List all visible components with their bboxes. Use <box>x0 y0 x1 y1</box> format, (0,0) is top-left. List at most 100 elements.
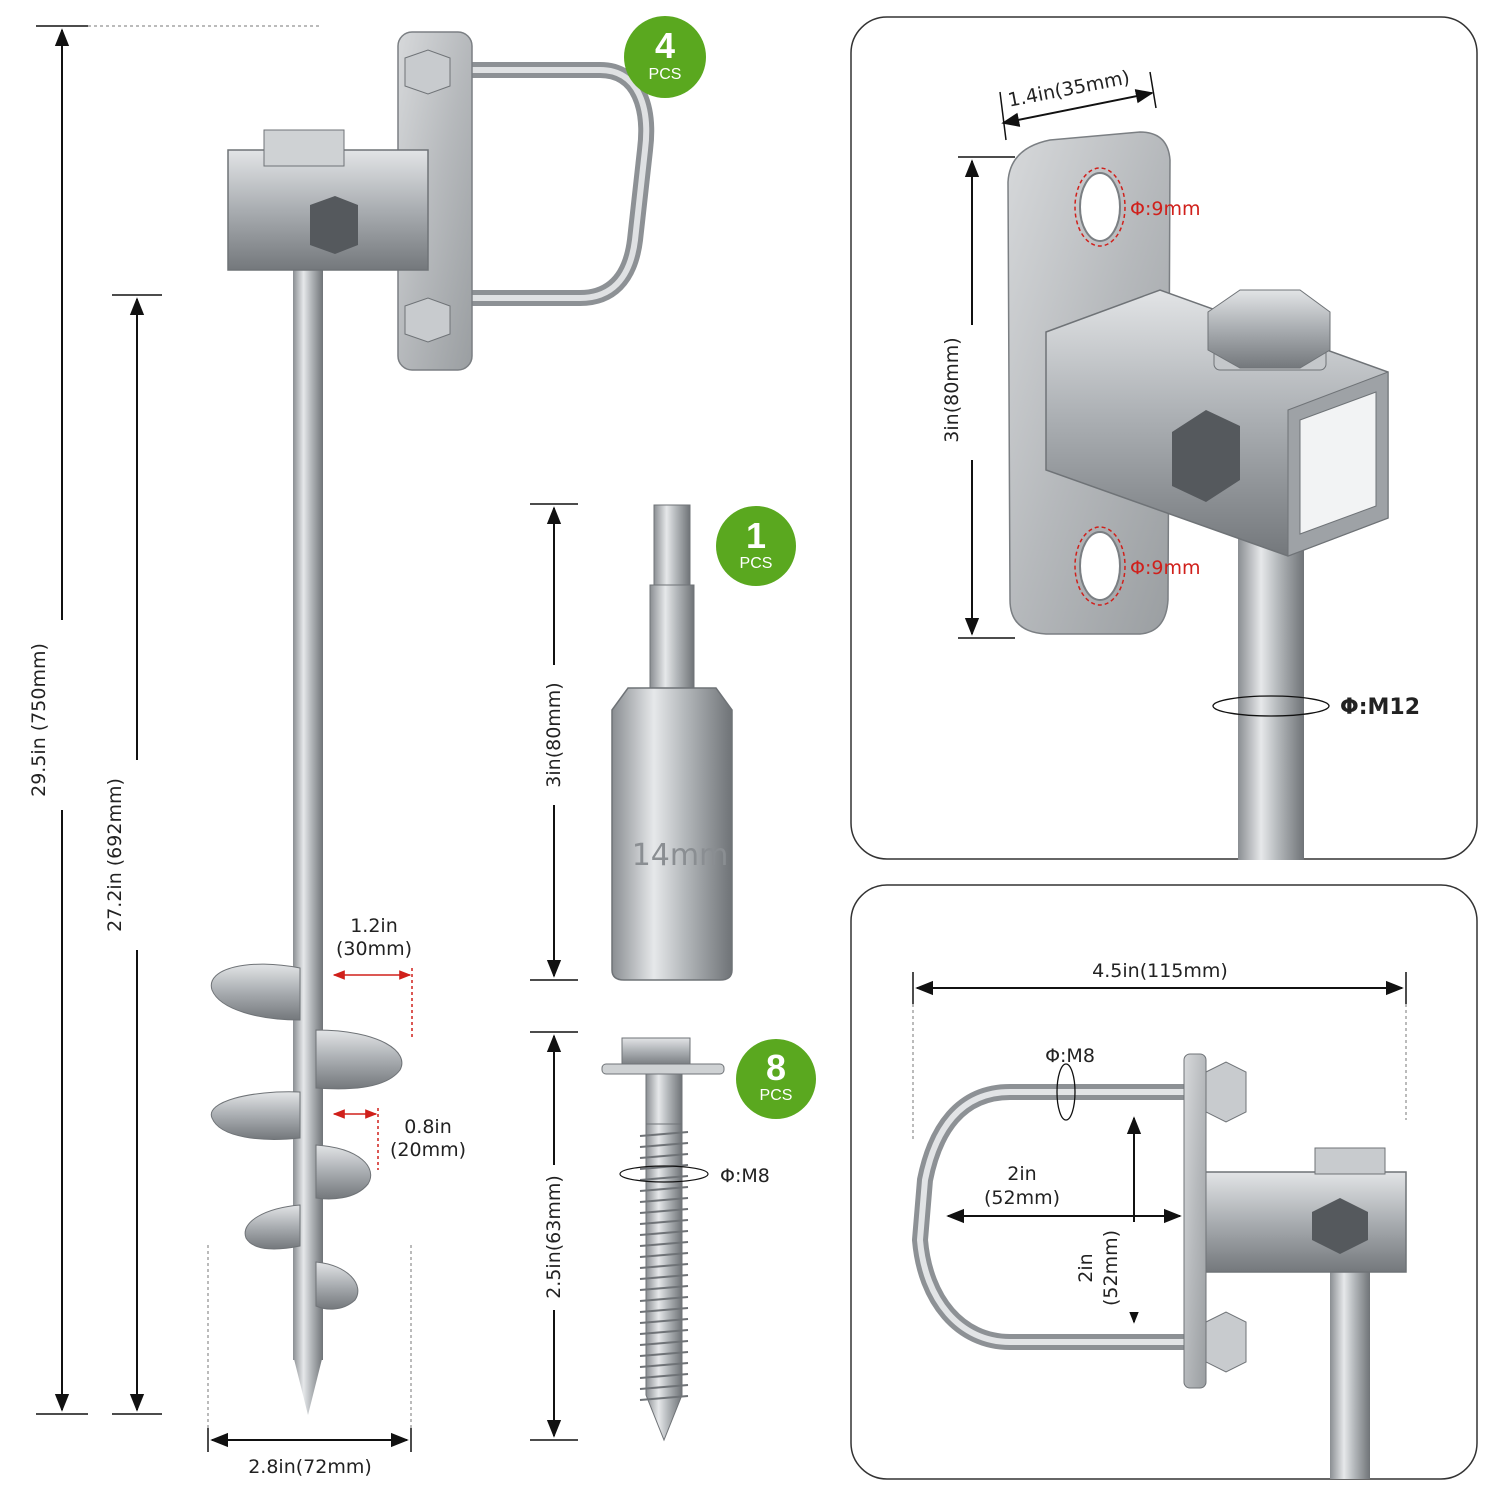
flight-inner-in-label: 0.8in <box>404 1116 452 1138</box>
flight-outer-mm-label: (30mm) <box>336 938 412 960</box>
screw-thread-line <box>639 1373 689 1379</box>
screw-thread-line <box>639 1164 689 1170</box>
badge-socket-count: 1 <box>746 515 766 556</box>
screw-thread-line <box>639 1296 689 1302</box>
screw-thread-line <box>639 1395 689 1401</box>
socket-length-label-bg <box>542 665 566 805</box>
screw-thread-line <box>639 1175 689 1181</box>
screw-thread-line <box>639 1362 689 1368</box>
screw-thread-line <box>639 1340 689 1346</box>
screw-thread-line <box>639 1131 689 1137</box>
ubolt-plate <box>1183 1053 1207 1389</box>
ubolt-rod <box>1330 1270 1370 1479</box>
flight-outer-in-label: 1.2in <box>350 915 398 937</box>
bracket-tube-opening <box>1299 391 1377 535</box>
shaft-length-label-bg <box>124 760 148 950</box>
screw-threaded-body <box>645 1123 683 1442</box>
stake-top-bracket <box>227 31 655 371</box>
inner-height-label-bg <box>1122 1222 1146 1312</box>
screw-thread-line <box>639 1274 689 1280</box>
ground-stake-illustration: 29.5in (750mm) 27.2in (692mm) 1.2in (30m… <box>28 16 706 1478</box>
badge-socket: 1 PCS <box>716 506 796 586</box>
inner-width-mm-label: (52mm) <box>984 1187 1060 1209</box>
screw-thread-line <box>639 1153 689 1159</box>
badge-socket-unit: PCS <box>740 555 773 572</box>
badge-stake: 4 PCS <box>624 16 706 98</box>
stake-top-bolt <box>263 129 345 167</box>
plate-hole-top-marker <box>1074 167 1126 247</box>
bracket-rod <box>1238 520 1304 860</box>
screw-length-label-bg <box>542 1165 566 1310</box>
socket-hex-shank <box>653 504 691 586</box>
inner-width-in-label: 2in <box>1007 1163 1036 1185</box>
hole-top-label: Φ:9mm <box>1130 198 1200 220</box>
stake-nut-top <box>404 49 451 95</box>
ubolt-panel-frame <box>850 884 1478 1480</box>
plate-width-line <box>1001 89 1154 127</box>
total-length-label-bg <box>50 620 74 810</box>
socket-size-mark: 14mm <box>632 838 729 873</box>
inner-height-mm-label: (52mm) <box>1100 1230 1122 1306</box>
helix-flights <box>210 963 403 1310</box>
plate-hole-top <box>1079 172 1121 242</box>
badge-stake-count: 4 <box>655 25 675 66</box>
screw-thread-line <box>639 1351 689 1357</box>
screw-thread-label: Φ:M8 <box>720 1165 770 1187</box>
stake-hex-hole <box>310 196 358 254</box>
screw-thread-line <box>639 1241 689 1247</box>
socket-illustration: 3in(80mm) 14mm 1 PCS <box>530 503 796 981</box>
ubolt-hex-hole <box>1312 1198 1368 1254</box>
flight-inner-mm-label: (20mm) <box>390 1139 466 1161</box>
stake-nut-bottom <box>404 297 451 343</box>
badge-socket-circle <box>716 506 796 586</box>
overall-width-label: 4.5in(115mm) <box>1092 960 1228 982</box>
plate-hole-bottom <box>1079 531 1121 601</box>
screw-length-label: 2.5in(63mm) <box>543 1175 565 1299</box>
ubolt-nut-top <box>1205 1061 1247 1123</box>
shaft-length-label: 27.2in (692mm) <box>104 778 126 932</box>
ubolt-thread-label: Φ:M8 <box>1045 1045 1095 1067</box>
helix-width-label: 2.8in(72mm) <box>248 1456 372 1478</box>
socket-body <box>611 687 733 981</box>
badge-stake-unit: PCS <box>649 66 682 83</box>
rod-thread-ring <box>1212 695 1330 717</box>
screw-shank <box>645 1073 683 1125</box>
screw-illustration: 2.5in(63mm) Φ:M8 8 PCS <box>530 1031 816 1442</box>
screw-thread-line <box>639 1208 689 1214</box>
bracket-detail-panel: 1.4in(35mm) 3in(80mm) Φ:M12 Φ:9mm Φ:9mm <box>850 16 1478 860</box>
screw-thread-line <box>639 1329 689 1335</box>
bracket-bolt-head <box>1207 289 1331 369</box>
plate-height-label-bg <box>960 325 984 460</box>
rod-thread-label: Φ:M12 <box>1340 695 1420 720</box>
screw-thread-line <box>639 1197 689 1203</box>
bracket-hex-hole <box>1172 410 1240 502</box>
hole-bottom-label: Φ:9mm <box>1130 557 1200 579</box>
screw-thread-line <box>639 1252 689 1258</box>
screw-thread-ring <box>619 1165 709 1183</box>
screw-thread-line <box>639 1142 689 1148</box>
badge-screw-circle <box>736 1039 816 1119</box>
stake-tip <box>293 1355 323 1415</box>
screw-thread-line <box>639 1230 689 1236</box>
screw-thread-line <box>639 1307 689 1313</box>
socket-neck <box>649 584 695 691</box>
ubolt-detail-panel: 4.5in(115mm) Φ:M8 2in (52mm) 2in (52mm) <box>850 884 1478 1480</box>
screw-thread-line <box>639 1285 689 1291</box>
ubolt-top-bolt <box>1314 1147 1386 1175</box>
ubolt-body-highlight <box>916 1089 1193 1345</box>
badge-screw-unit: PCS <box>760 1087 793 1104</box>
badge-screw-count: 8 <box>766 1047 786 1088</box>
screw-thread-line <box>639 1263 689 1269</box>
plate-height-label: 3in(80mm) <box>941 337 963 442</box>
screw-threads <box>639 1131 689 1401</box>
stake-ubolt <box>462 62 655 306</box>
plate-hole-bottom-marker <box>1074 526 1126 606</box>
screw-thread-line <box>639 1318 689 1324</box>
ubolt-thread-ring <box>1056 1063 1076 1121</box>
badge-screw: 8 PCS <box>736 1039 816 1119</box>
screw-thread-line <box>639 1384 689 1390</box>
inner-height-in-label: 2in <box>1075 1253 1097 1282</box>
stake-ubolt-highlight <box>467 67 650 301</box>
total-length-label: 29.5in (750mm) <box>28 643 50 797</box>
